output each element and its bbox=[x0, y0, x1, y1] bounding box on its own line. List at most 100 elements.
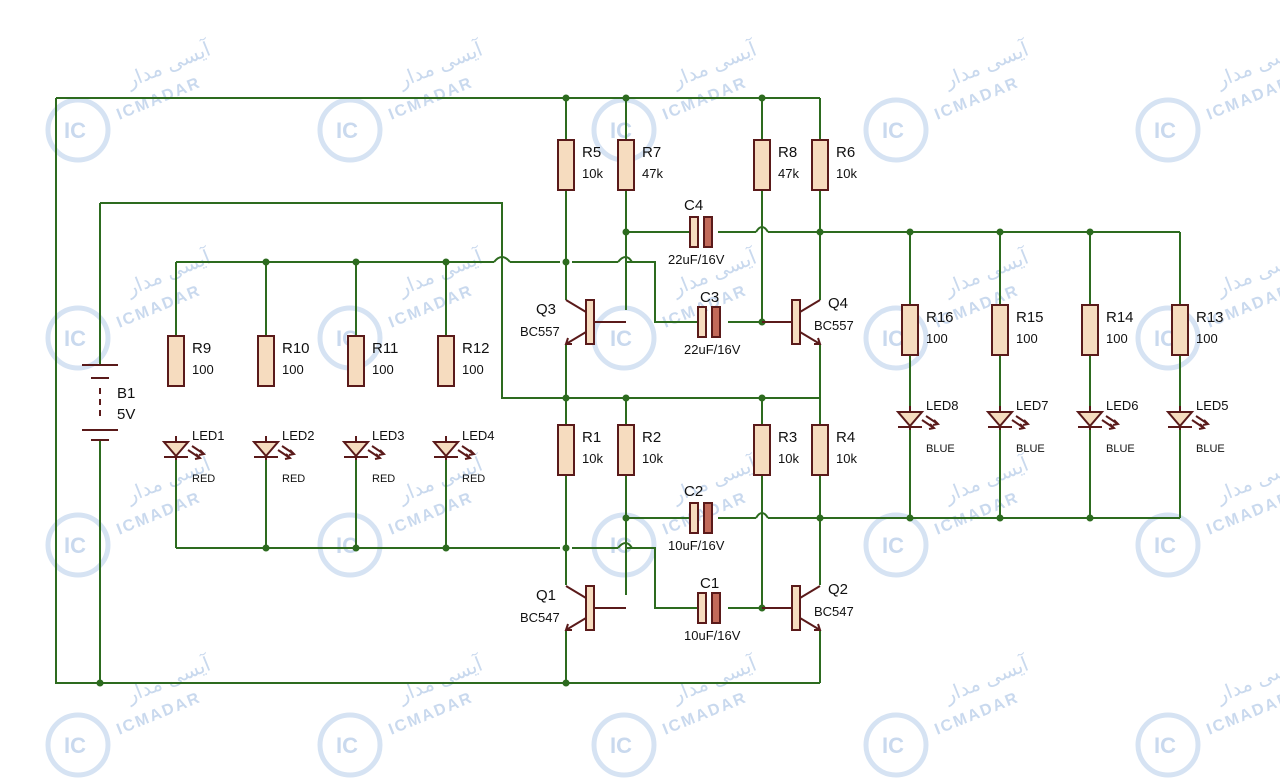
junction-dot bbox=[442, 544, 450, 552]
watermark-logo-text: IC bbox=[64, 326, 86, 351]
led-color: BLUE bbox=[1016, 443, 1045, 455]
junction-dot bbox=[758, 94, 766, 102]
resistor-value: 100 bbox=[192, 362, 214, 377]
watermark-logo-text: IC bbox=[882, 326, 904, 351]
watermark-logo-text: IC bbox=[610, 326, 632, 351]
resistor-ref: R8 bbox=[778, 144, 797, 161]
watermark-logo-text: IC bbox=[1154, 118, 1176, 143]
resistor-ref: R3 bbox=[778, 429, 797, 446]
led-ref: LED5 bbox=[1196, 398, 1229, 413]
led-ref: LED8 bbox=[926, 398, 959, 413]
capacitor-ref: C4 bbox=[684, 197, 703, 214]
resistor-value: 100 bbox=[282, 362, 304, 377]
junction-dot bbox=[996, 228, 1004, 236]
battery-ref: B1 bbox=[117, 385, 135, 402]
junctions bbox=[96, 94, 1094, 687]
resistor-ref: R16 bbox=[926, 309, 954, 326]
watermark-logo-text: IC bbox=[1154, 533, 1176, 558]
led-triangle bbox=[1165, 411, 1195, 428]
resistor-ref: R12 bbox=[462, 340, 490, 357]
watermark-logo-text: IC bbox=[610, 733, 632, 758]
resistor-body bbox=[167, 335, 185, 387]
resistor-ref: R10 bbox=[282, 340, 310, 357]
watermark-logo-icon bbox=[1135, 97, 1201, 163]
junction-dot bbox=[262, 258, 270, 266]
watermark-logo-icon bbox=[45, 305, 111, 371]
resistor-value: 100 bbox=[1106, 331, 1128, 346]
resistor-ref: R9 bbox=[192, 340, 211, 357]
resistor-value: 47k bbox=[778, 166, 799, 181]
transistor-ref: Q2 bbox=[828, 581, 848, 598]
resistor-body bbox=[901, 304, 919, 356]
watermark-logo-text: IC bbox=[64, 118, 86, 143]
led-ref: LED2 bbox=[282, 428, 315, 443]
resistor-ref: R14 bbox=[1106, 309, 1134, 326]
watermark-logo-text: IC bbox=[882, 533, 904, 558]
junction-dot bbox=[442, 258, 450, 266]
led-triangle bbox=[251, 441, 281, 458]
junction-dot bbox=[562, 258, 570, 266]
watermark-logo-text: IC bbox=[64, 533, 86, 558]
transistor-body bbox=[791, 299, 801, 345]
watermark-logo-icon bbox=[591, 512, 657, 578]
leds: LED1REDLED2REDLED3REDLED4REDLED8BLUELED7… bbox=[161, 398, 1229, 485]
resistor-ref: R5 bbox=[582, 144, 601, 161]
watermark-logo-icon bbox=[863, 512, 929, 578]
led-ref: LED7 bbox=[1016, 398, 1049, 413]
transistor-value: BC557 bbox=[520, 324, 560, 339]
junction-dot bbox=[352, 544, 360, 552]
led-color: RED bbox=[462, 473, 485, 485]
resistor-body bbox=[437, 335, 455, 387]
transistor-value: BC547 bbox=[520, 610, 560, 625]
junction-dot bbox=[816, 514, 824, 522]
resistor-ref: R15 bbox=[1016, 309, 1044, 326]
led-triangle bbox=[431, 441, 461, 458]
capacitor-plate bbox=[689, 502, 699, 534]
watermark-logo-icon bbox=[45, 512, 111, 578]
battery-value: 5V bbox=[117, 406, 135, 423]
junction-dot bbox=[622, 94, 630, 102]
watermark-logo-icon bbox=[1135, 305, 1201, 371]
watermark-logo-icon bbox=[863, 97, 929, 163]
led-triangle bbox=[985, 411, 1015, 428]
resistor-value: 47k bbox=[642, 166, 663, 181]
watermark-logo-text: IC bbox=[1154, 326, 1176, 351]
resistor-value: 100 bbox=[1196, 331, 1218, 346]
junction-dot bbox=[622, 228, 630, 236]
transistor-value: BC557 bbox=[814, 318, 854, 333]
capacitor-value: 10uF/16V bbox=[684, 628, 741, 643]
resistor-body bbox=[1081, 304, 1099, 356]
capacitor-plate bbox=[697, 306, 707, 338]
resistor-body bbox=[811, 139, 829, 191]
capacitor-ref: C1 bbox=[700, 575, 719, 592]
resistor-body bbox=[811, 424, 829, 476]
watermark-logo-text: IC bbox=[64, 733, 86, 758]
led-ref: LED3 bbox=[372, 428, 405, 443]
transistor-body bbox=[585, 299, 595, 345]
led-color: BLUE bbox=[1106, 443, 1135, 455]
wires bbox=[55, 97, 1181, 684]
resistor-body bbox=[557, 139, 575, 191]
resistor-value: 10k bbox=[778, 451, 799, 466]
